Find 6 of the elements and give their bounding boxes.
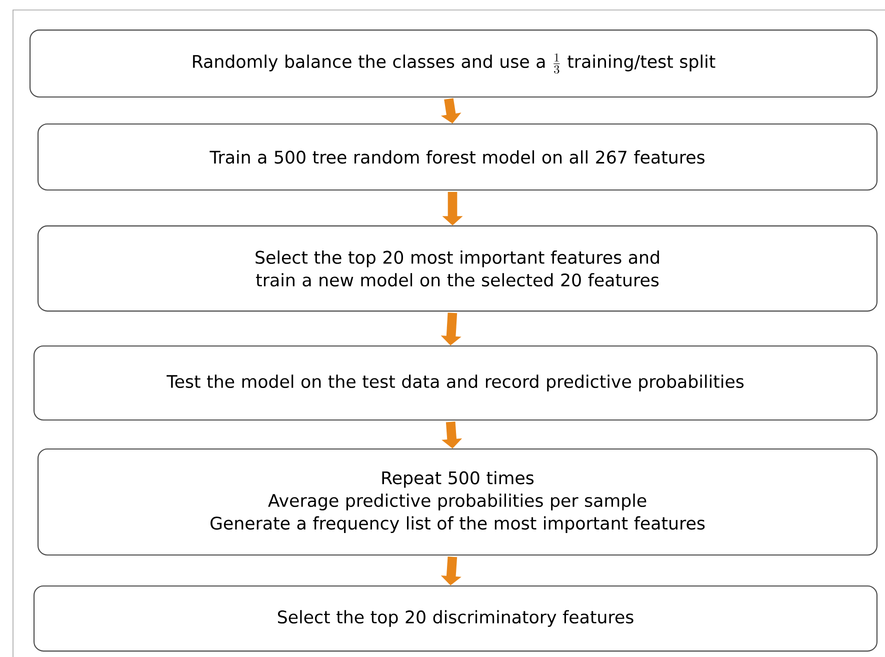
process-box: Select the top 20 discriminatory features [34, 585, 878, 652]
process-box: Select the top 20 most important features and train a new model on the selected 20 features [38, 225, 878, 312]
process-box: Repeat 500 times Average predictive probabilities per sample Generate a frequency list of the most important features [38, 448, 878, 556]
process-box: Train a 500 tree random forest model on all 267 features [38, 123, 878, 191]
process-box: Randomly balance the classes and use a $\frac{1}{3}$ training/test split [30, 30, 878, 98]
process-box: Test the model on the test data and record predictive probabilities [34, 345, 878, 421]
